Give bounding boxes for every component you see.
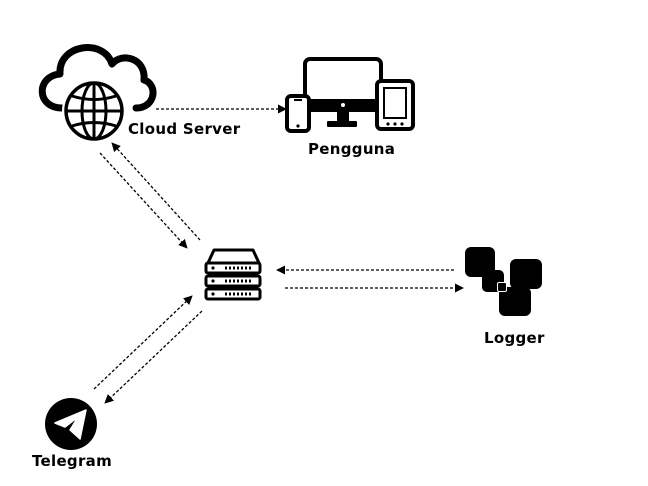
connector-server-to-telegram	[104, 310, 203, 404]
devices-icon	[285, 57, 415, 133]
server-rack-icon	[204, 248, 262, 301]
cloud-server-label: Cloud Server	[128, 120, 241, 138]
telegram-label: Telegram	[32, 452, 113, 470]
connector-telegram-to-server	[93, 295, 193, 390]
pengguna-label: Pengguna	[308, 140, 396, 158]
connector-server-to-cloud	[111, 142, 201, 241]
logger-label: Logger	[484, 329, 545, 347]
telegram-icon	[45, 398, 97, 450]
cloud-globe-icon	[38, 44, 157, 143]
connector-cloud-to-server	[99, 152, 188, 249]
logger-blocks-icon	[465, 247, 542, 316]
